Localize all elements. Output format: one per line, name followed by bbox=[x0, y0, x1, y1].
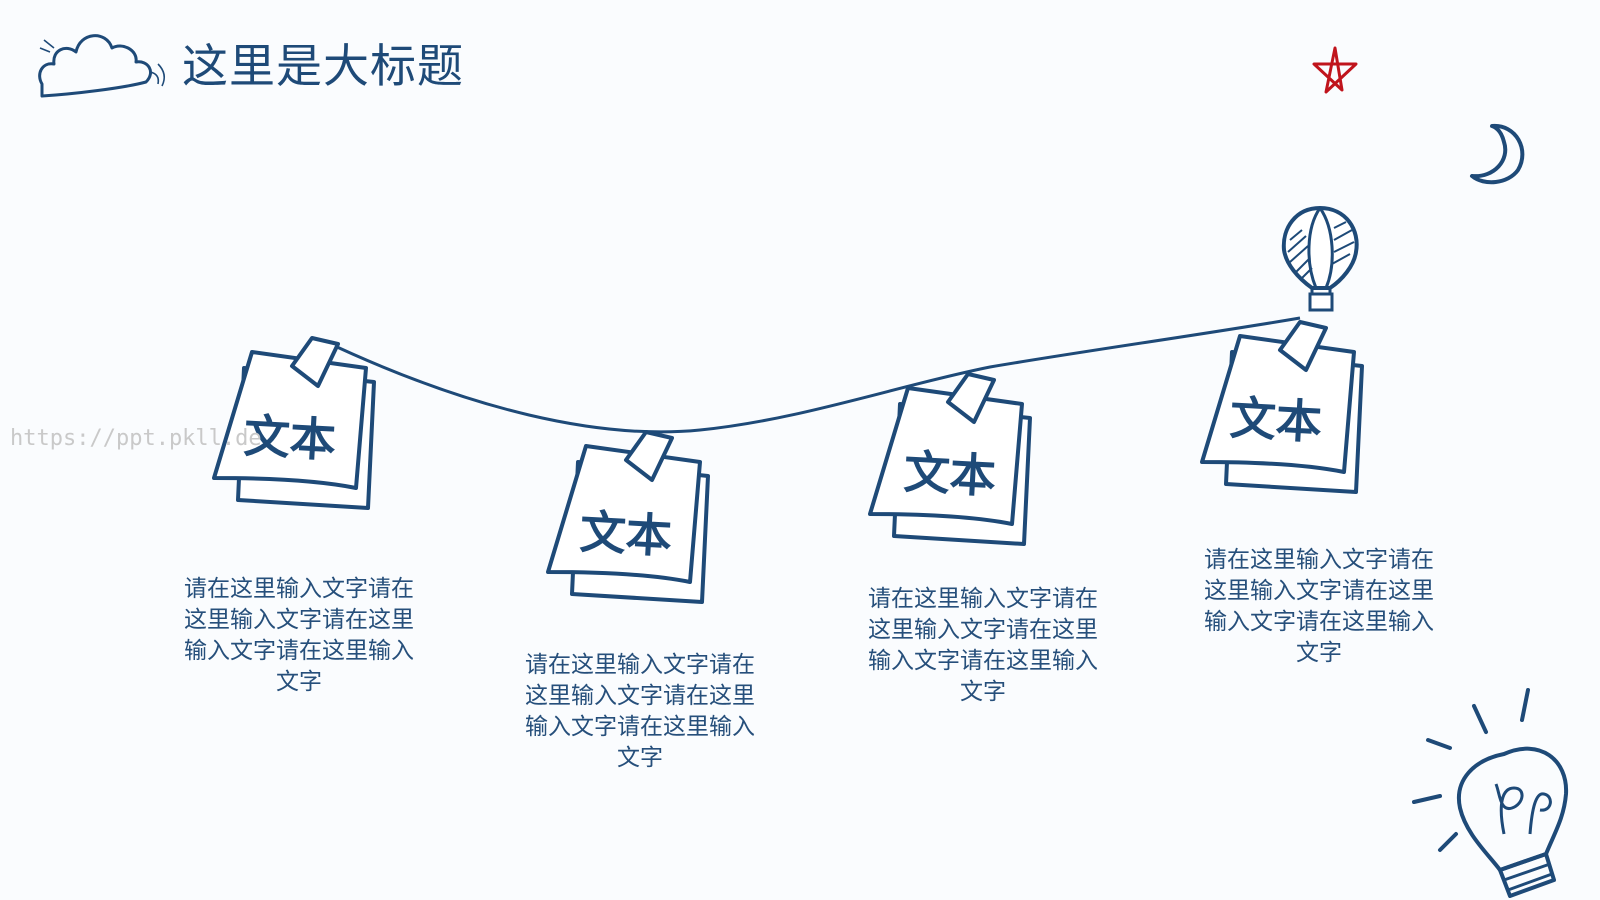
cloud-icon bbox=[38, 34, 166, 98]
watermark: https://ppt.pkll.de bbox=[10, 426, 262, 451]
note-card-2 bbox=[546, 430, 710, 604]
lightbulb-icon bbox=[1412, 688, 1569, 898]
note-card-4 bbox=[1200, 320, 1364, 494]
page-title: 这里是大标题 bbox=[182, 39, 464, 93]
balloon-icon bbox=[1281, 206, 1359, 312]
note-card-3 bbox=[868, 372, 1032, 546]
note-text-2: 请在这里输入文字请在这里输入文字请在这里输入文字请在这里输入文字 bbox=[525, 652, 755, 771]
note-card-1 bbox=[212, 336, 376, 510]
note-label-4: 文本 bbox=[1228, 390, 1324, 450]
star-icon bbox=[1312, 46, 1358, 94]
note-label-3: 文本 bbox=[902, 444, 998, 504]
note-text-4: 请在这里输入文字请在这里输入文字请在这里输入文字请在这里输入文字 bbox=[1204, 547, 1434, 666]
note-text-3: 请在这里输入文字请在这里输入文字请在这里输入文字请在这里输入文字 bbox=[868, 586, 1098, 705]
note-label-2: 文本 bbox=[578, 504, 674, 564]
note-text-1: 请在这里输入文字请在这里输入文字请在这里输入文字请在这里输入文字 bbox=[184, 576, 414, 695]
moon-icon bbox=[1470, 123, 1525, 185]
